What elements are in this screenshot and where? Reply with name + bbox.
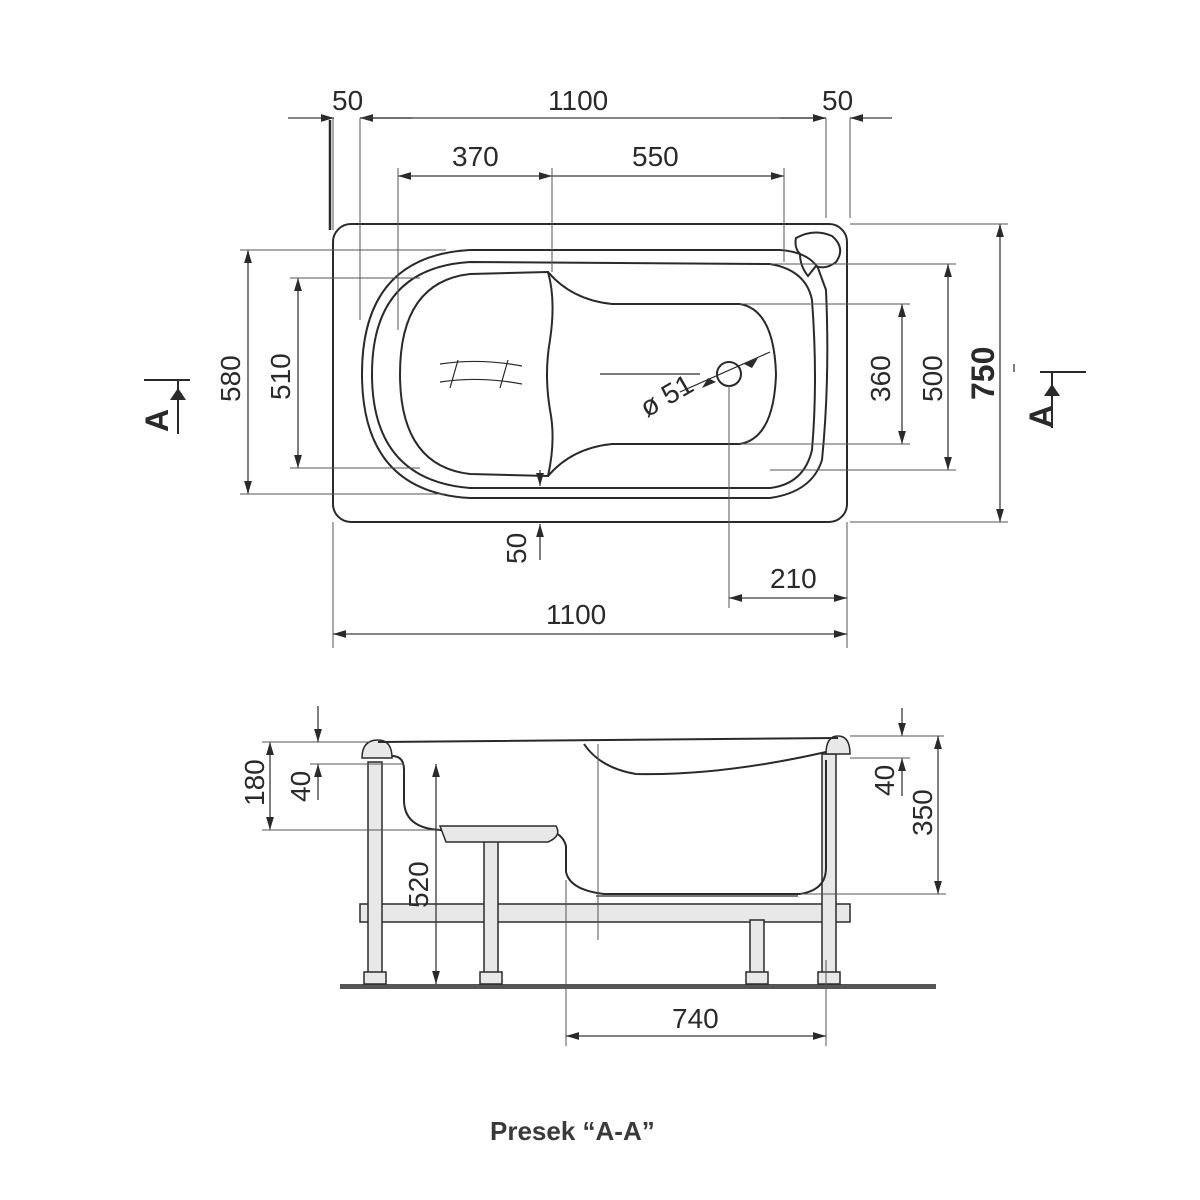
seat-area [398, 270, 554, 478]
dim-inner-depth-width: 500 [917, 355, 948, 402]
section-view: 180 40 520 40 350 740 [239, 706, 946, 1046]
drain-diameter-label: ø 51 [634, 368, 698, 423]
section-caption: Presek “A-A” [490, 1116, 655, 1146]
dim-seat-height: 520 [403, 861, 434, 908]
svg-text:A: A [1023, 405, 1059, 428]
dim-basin-width: 360 [865, 355, 896, 402]
dim-basin-depth: 350 [907, 789, 938, 836]
dim-overall-bottom: 1100 [546, 599, 606, 630]
top-view: ø 51 50 1100 50 370 550 580 510 [139, 85, 1086, 648]
dim-basin-floor-length: 740 [672, 1003, 719, 1034]
tub-inner-outline [370, 260, 816, 489]
dim-seat-length: 370 [452, 141, 499, 172]
dim-rim-height-left: 180 [239, 759, 270, 806]
dim-overall-width: 750 [965, 347, 1001, 400]
dim-outer-width: 580 [215, 355, 246, 402]
dim-drain-offset: 210 [770, 563, 817, 594]
tub-basin-outline [360, 249, 829, 499]
dim-seat-offset: 50 [501, 533, 532, 564]
dim-basin-length: 550 [632, 141, 679, 172]
dim-overall-top: 1100 [548, 85, 608, 116]
tub-outer-rim [332, 223, 848, 523]
dim-inner-width: 510 [265, 353, 296, 400]
svg-text:A: A [139, 409, 175, 432]
dim-rim-left: 50 [332, 85, 363, 116]
dim-rim-right: 50 [822, 85, 853, 116]
dim-rim-thickness-right: 40 [869, 765, 900, 796]
overflow-corner [794, 231, 842, 278]
support-frame [359, 903, 851, 923]
basin-well [547, 271, 778, 477]
section-marker-left: A [139, 379, 190, 434]
section-marker-right: A [1013, 364, 1086, 428]
dim-rim-thickness-left: 40 [285, 771, 316, 802]
floor-line [340, 984, 936, 989]
tub-section-outline [377, 737, 839, 895]
